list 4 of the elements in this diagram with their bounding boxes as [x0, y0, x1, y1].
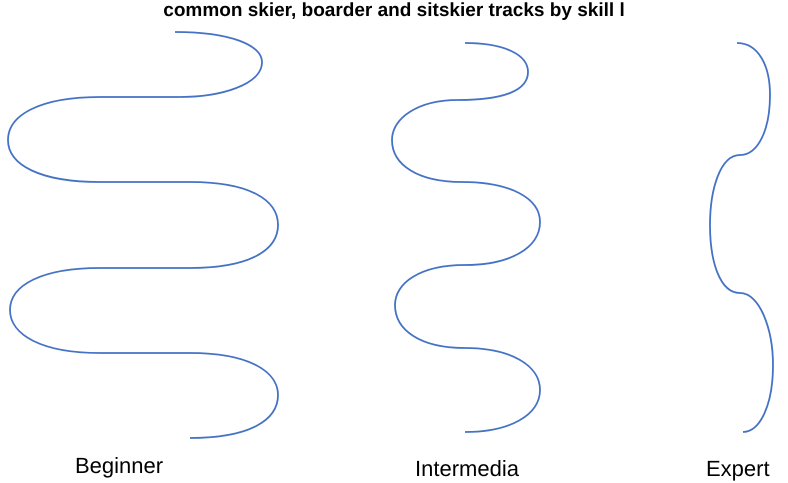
- skill-label: Expert: [706, 456, 770, 482]
- title: common skier, boarder and sitskier tracks by skill l: [162, 0, 626, 22]
- skill-label: Beginner: [75, 453, 164, 479]
- skill-label: Intermedia: [415, 456, 519, 482]
